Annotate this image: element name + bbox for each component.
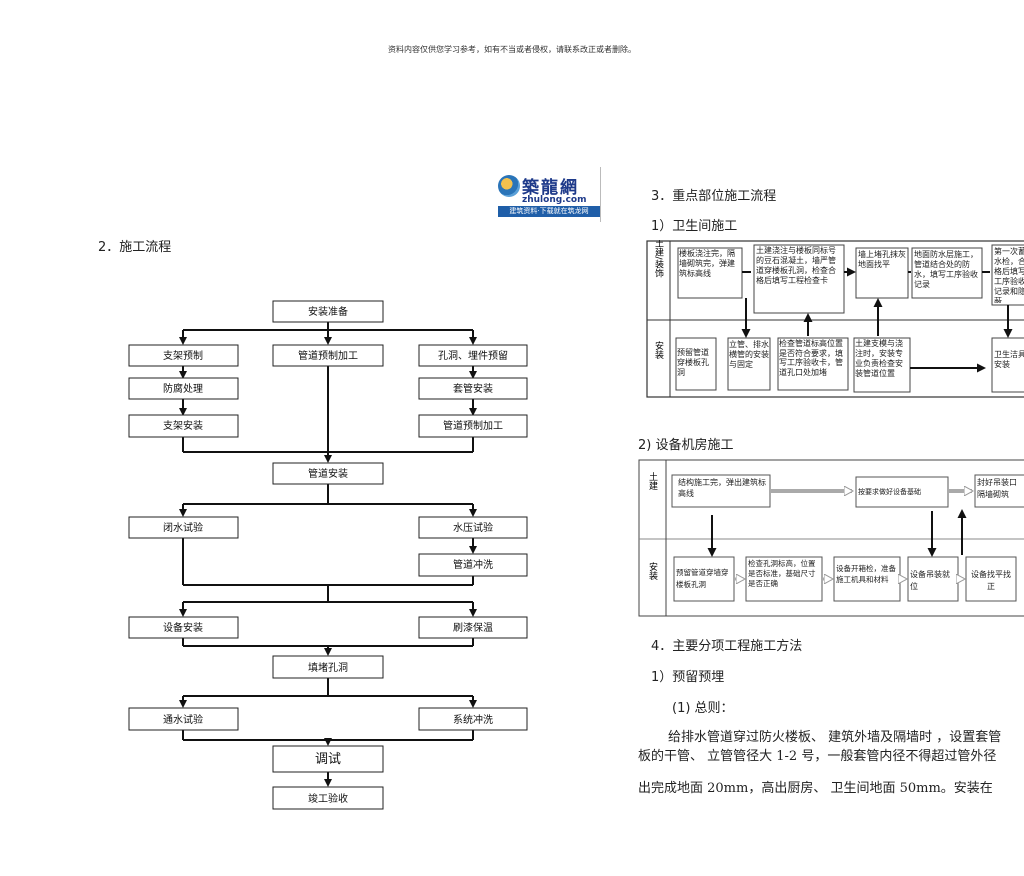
machine-lane-bottom: 安装 — [647, 561, 658, 581]
sub-general-title: (1) 总则： — [672, 701, 734, 716]
bath-top-box-4 — [911, 247, 983, 299]
machine-room-flowchart: 土建 安装 结构施工完，弹出建筑标高线 按要求做好设备基础 封好吊装口隔墙砌筑 … — [638, 459, 1024, 617]
bath-bottom-box-5 — [991, 337, 1024, 393]
bath-top-box-5 — [991, 244, 1024, 306]
flow-label: 刷漆保温 — [453, 621, 493, 634]
flow-box-pressure-test — [418, 516, 528, 539]
flow-box-acceptance — [272, 786, 384, 810]
flow-label: 安装准备 — [308, 305, 348, 318]
bath-top-text-4: 地面防水层施工，管道结合处的防水，填写工序验收记录 — [914, 250, 978, 289]
bath-bottom-box-3 — [777, 337, 849, 391]
section-3-title: 3．重点部位施工流程 — [651, 189, 777, 204]
bath-top-text-1: 楼板浇注完，隔墙砌筑完，弹建筑标高线 — [679, 249, 735, 278]
sub-prembed-title: 1）预留预埋 — [651, 670, 725, 685]
flow-box-pipe-prefab-2 — [418, 414, 528, 438]
bath-bottom-text-1: 预留管道穿楼板孔洞 — [677, 348, 709, 377]
machine-bottom-text-4: 设备吊装就位 — [910, 570, 950, 591]
flow-box-anticorrosion — [128, 377, 239, 400]
machine-bottom-box-5 — [965, 556, 1017, 602]
flow-box-bracket-install — [128, 414, 239, 438]
bath-bottom-text-5: 卫生洁具安装 — [994, 350, 1024, 369]
zhulong-logo: 築龍網 zhulong.com 建筑资料·下载就在筑龙网 — [474, 167, 601, 222]
machine-top-text-1: 结构施工完，弹出建筑标高线 — [678, 478, 766, 498]
flow-box-holes-reserve — [418, 344, 528, 367]
flow-label: 填堵孔洞 — [308, 661, 348, 674]
flow-box-pipe-flush — [418, 553, 528, 577]
body-paragraph-line-3: 出完成地面 20mm，高出厨房、 卫生间地面 50mm。安装在 — [638, 781, 993, 796]
bath-top-box-1 — [677, 247, 743, 299]
body-paragraph-line-1: 给排水管道穿过防火楼板、 建筑外墙及隔墙时 ，设置套管 — [668, 730, 1002, 745]
flow-label: 通水试验 — [163, 713, 203, 726]
flow-box-pipe-prefab — [272, 344, 384, 367]
flow-label: 调试 — [315, 752, 341, 767]
bath-lane-bottom: 安装 — [653, 340, 664, 360]
machine-top-text-2: 按要求做好设备基础 — [858, 488, 921, 496]
machine-bottom-text-1: 预留管道穿墙穿楼板孔洞 — [676, 568, 729, 589]
flow-label: 闭水试验 — [163, 521, 203, 534]
flow-box-fill-holes — [272, 655, 384, 679]
flow-box-system-flush — [418, 707, 528, 731]
flow-label: 套管安装 — [453, 382, 493, 395]
section-4-title: 4．主要分项工程施工方法 — [651, 639, 803, 654]
machine-bottom-box-3 — [833, 556, 901, 602]
bath-lane-top: 土建/装饰 — [653, 240, 664, 278]
bath-bottom-text-4: 土建支模与浇注时，安装专业负责检查安装管道位置 — [855, 339, 903, 378]
machine-bottom-box-4 — [907, 556, 959, 602]
flow-label: 管道预制加工 — [443, 419, 503, 432]
flow-box-paint-insulation — [418, 616, 528, 639]
flow-box-water-test — [128, 707, 239, 731]
bath-top-box-3 — [855, 247, 909, 299]
flow-label: 管道冲洗 — [453, 558, 493, 571]
flow-box-debug — [272, 745, 384, 773]
bath-bottom-text-3: 检查管道标高位置是否符合要求，填写工序验收卡，管道孔口处加堵 — [779, 339, 843, 377]
sub-bathroom-title: 1）卫生间施工 — [651, 219, 738, 234]
bathroom-flowchart: 土建/装饰 安装 楼板浇注完，隔墙砌筑完，弹建筑标高线 土建浇注与楼板同标号的豆… — [646, 240, 1024, 398]
logo-chinese: 築龍網 — [522, 178, 579, 198]
sub-machine-room-title: 2) 设备机房施工 — [638, 438, 734, 453]
flow-label: 设备安装 — [163, 621, 203, 634]
flow-box-pipe-install — [272, 462, 384, 485]
flow-label: 防腐处理 — [163, 382, 203, 395]
flow-label: 支架预制 — [163, 349, 203, 362]
construction-flowchart: 安装准备 支架预制 防腐处理 支架安装 管道预制加工 孔洞、埋件预留 套管安装 … — [128, 300, 528, 810]
flow-label: 孔洞、埋件预留 — [438, 349, 508, 362]
machine-bottom-text-3: 设备开箱检，准备施工机具和材料 — [836, 564, 896, 584]
bath-bottom-box-1 — [675, 337, 717, 391]
bath-bottom-box-2 — [727, 337, 771, 391]
section-2-title: 2．施工流程 — [98, 240, 172, 255]
bath-top-text-5: 第一次蓄水检，合格后填写工序验收记录和隐蔽 — [994, 247, 1024, 303]
machine-top-text-3: 封好吊装口隔墙砌筑 — [977, 478, 1017, 499]
bath-bottom-text-2: 立管、排水横管的安装与固定 — [729, 340, 769, 369]
header-note: 资料内容仅供您学习参考，如有不当或者侵权，请联系改正或者删除。 — [388, 45, 636, 54]
flow-label: 竣工验收 — [308, 792, 348, 805]
logo-slogan: 建筑资料·下载就在筑龙网 — [498, 206, 600, 217]
machine-top-box-1 — [671, 474, 771, 508]
bath-bottom-box-4 — [853, 337, 911, 393]
body-paragraph-line-2: 板的干管、 立管管径大 1-2 号，一般套管内径不得超过管外径 — [638, 749, 997, 764]
machine-bottom-box-2 — [745, 556, 823, 602]
flow-label: 支架安装 — [163, 419, 203, 432]
machine-top-box-3 — [974, 474, 1024, 508]
logo-english: zhulong.com — [522, 195, 587, 205]
flow-box-bracket-prefab — [128, 344, 239, 367]
bath-top-box-2 — [753, 244, 845, 314]
flow-box-closed-water-test — [128, 516, 239, 539]
flow-label: 管道预制加工 — [298, 349, 358, 362]
bath-top-text-2: 土建浇注与楼板同标号的豆石混凝土，墙严管道穿楼板孔洞，检查合格后填写工程检查卡 — [756, 246, 836, 285]
flow-box-start — [272, 300, 384, 323]
machine-bottom-text-5: 设备找平找正 — [971, 570, 1011, 591]
bath-top-text-3: 墙上堵孔抹灰地面找平 — [858, 250, 906, 269]
machine-bottom-text-2: 检查孔洞标高，位置是否标准，基础尺寸是否正确 — [748, 559, 816, 588]
machine-lane-top: 土建 — [647, 471, 658, 491]
flow-box-equipment-install — [128, 616, 239, 639]
flow-label: 系统冲洗 — [453, 713, 493, 726]
flow-label: 管道安装 — [308, 467, 348, 480]
flow-box-sleeve-install — [418, 377, 528, 400]
flow-label: 水压试验 — [453, 521, 493, 534]
logo-emblem-icon — [498, 175, 520, 197]
